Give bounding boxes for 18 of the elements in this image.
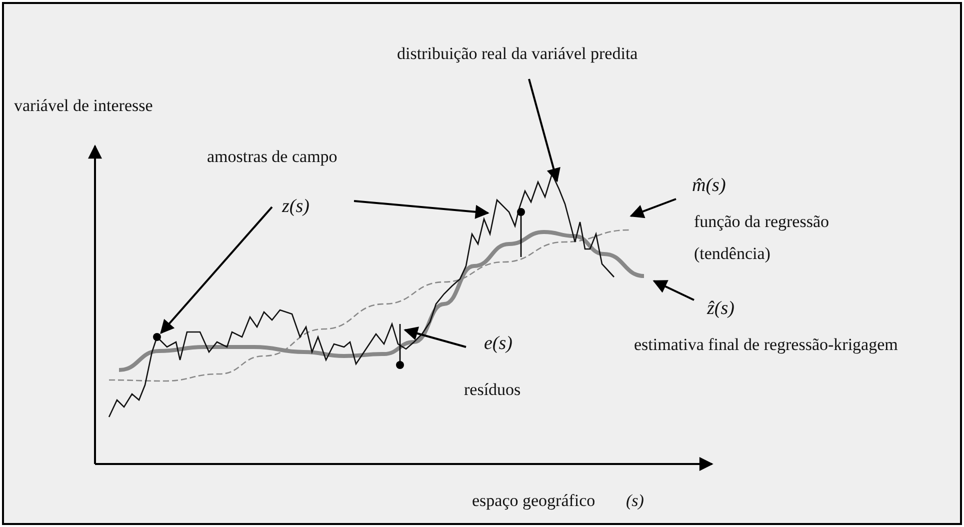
- leader-arrow: [528, 78, 560, 182]
- annotation-label: estimativa final de regressão-krigagem: [634, 335, 898, 355]
- axis-label: variável de interesse: [14, 96, 153, 116]
- annotation-label: amostras de campo: [207, 147, 338, 167]
- annotation-label: resíduos: [464, 380, 521, 400]
- math-label: e(s): [484, 334, 512, 354]
- axis-label: espaço geográfico: [472, 491, 596, 511]
- leader-arrow: [404, 326, 466, 348]
- annotation-label: função da regressão (tendência): [694, 211, 830, 265]
- leader-arrow: [160, 206, 273, 334]
- math-label: ẑ(s): [707, 299, 734, 319]
- axis-label: (s): [626, 491, 644, 511]
- leader-arrow: [630, 198, 676, 218]
- leader-arrow: [354, 200, 490, 219]
- annotation-label: distribuição real da variável predita: [397, 44, 638, 64]
- leader-arrow: [652, 280, 694, 301]
- math-label: z(s): [282, 197, 310, 217]
- math-label: m̂(s): [692, 176, 726, 196]
